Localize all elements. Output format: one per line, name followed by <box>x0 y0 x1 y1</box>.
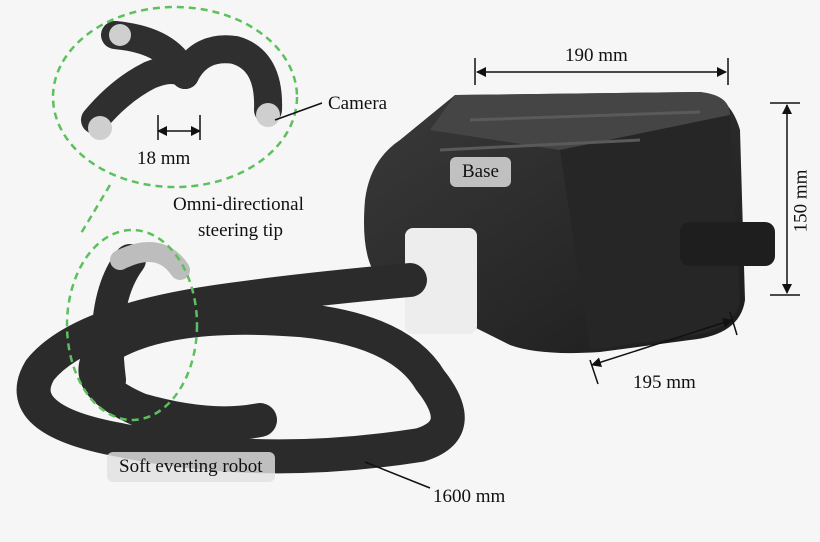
dimension-lines <box>157 58 800 489</box>
base-housing <box>364 92 775 354</box>
base-label: Base <box>450 157 511 187</box>
height-dimension-label: 150 mm <box>790 169 812 233</box>
callout-dashes <box>51 5 299 422</box>
depth-dimension-label: 195 mm <box>633 372 696 393</box>
tip-width-label: 18 mm <box>137 148 191 169</box>
tip-inset <box>81 21 283 140</box>
camera-label: Camera <box>328 93 388 114</box>
width-dimension-label: 190 mm <box>565 45 628 66</box>
soft-robot-coil <box>16 242 465 474</box>
tip-label-line2: steering tip <box>198 220 283 241</box>
robot-label: Soft everting robot <box>107 452 275 482</box>
tip-label-line1: Omni-directional <box>173 194 304 215</box>
length-dimension-label: 1600 mm <box>433 486 506 507</box>
